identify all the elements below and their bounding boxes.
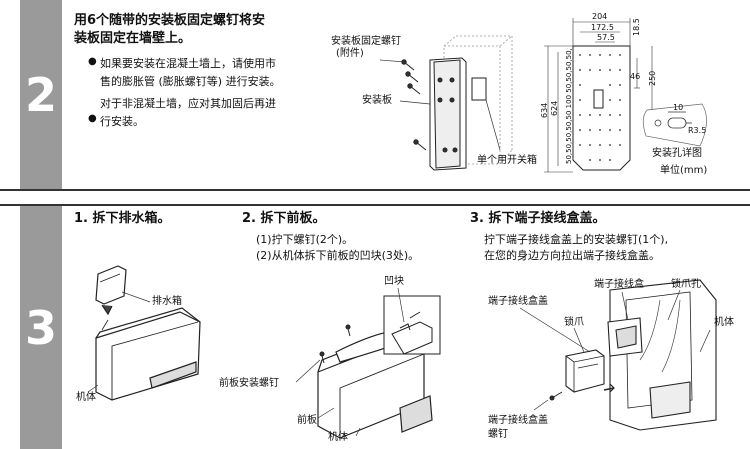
cover-screw-label-line2: 螺钉 [488,429,508,440]
step-2-bullet2-line1: 对于非混凝土墙，应对其加固后再进 [100,97,276,110]
section-divider-top [0,189,750,191]
claw-hole-label: 锁爪孔 [671,279,701,290]
plate-label: 安装板 [362,95,392,106]
body-label-2: 机体 [328,432,348,443]
plate-dimension-drawing [544,18,707,173]
front-panel-screw-label: 前板安装螺钉 [219,378,279,389]
terminal-box-label: 端子接线盒 [594,279,644,290]
step-2-title-line1: 用6个随带的安装板固定螺钉将安 [74,13,266,28]
dim-width-204: 204 [592,12,608,21]
dim-width-57: 57.5 [597,33,615,42]
step-2-bullet2-line2: 行安装。 [100,115,144,128]
front-panel-label: 前板 [297,415,317,426]
step-2-bullet1-line1: 如果要安装在混凝土墙上，请使用市 [100,57,276,70]
substep-2-line1: (1)拧下螺钉(2个)。 [256,233,354,246]
dim-hole-10: 10 [673,103,684,112]
substep-2-line2: (2)从机体拆下前板的凹块(3处)。 [256,249,420,262]
plate-screw-label: 安装板固定螺钉 [331,36,401,47]
mounting-plate-illustration [379,35,513,171]
drain-box-label: 排水箱 [152,296,182,307]
dim-width-172: 172.5 [591,23,614,32]
dim-height-46: 46 [630,72,641,81]
step-2-bullet1-line2: 售的膨胀管 (膨胀螺钉等) 进行安装。 [100,75,281,88]
step-2-title-line2: 装板固定在墙壁上。 [74,31,192,46]
section-divider-bottom [0,204,750,206]
unit-label: 单位(mm) [660,165,708,176]
substep-2-title: 2. 拆下前板。 [242,211,326,226]
bullet-icon: ● [88,56,97,67]
step-2-number: 2 [24,68,57,122]
plate-screw-accessory-label: (附件) [336,48,364,59]
step-2-bar: 2 [20,0,62,189]
bullet-icon: ● [88,113,97,124]
step-3-number: 3 [24,301,57,355]
body-label-3: 机体 [714,317,734,328]
substep-1-title: 1. 拆下排水箱。 [74,211,171,226]
dim-hole-radius: R3.5 [688,126,707,135]
hole-detail-label: 安装孔详图 [652,148,702,159]
switch-box-label: 单个用开关箱 [477,155,537,166]
claw-label: 锁爪 [564,317,584,328]
substep-3-line1: 拧下端子接线盒盖上的安装螺钉(1个), [484,233,669,246]
terminal-cover-label: 端子接线盒盖 [488,296,548,307]
cover-screw-label-line1: 端子接线盒盖 [488,415,548,426]
substep-3-line2: 在您的身边方向拉出端子接线盒盖。 [484,249,660,262]
step-3-bar: 3 [20,206,62,449]
recess-label: 凹块 [384,276,404,287]
body-label-1: 机体 [76,392,96,403]
substep-3-title: 3. 拆下端子接线盒盖。 [470,211,606,226]
